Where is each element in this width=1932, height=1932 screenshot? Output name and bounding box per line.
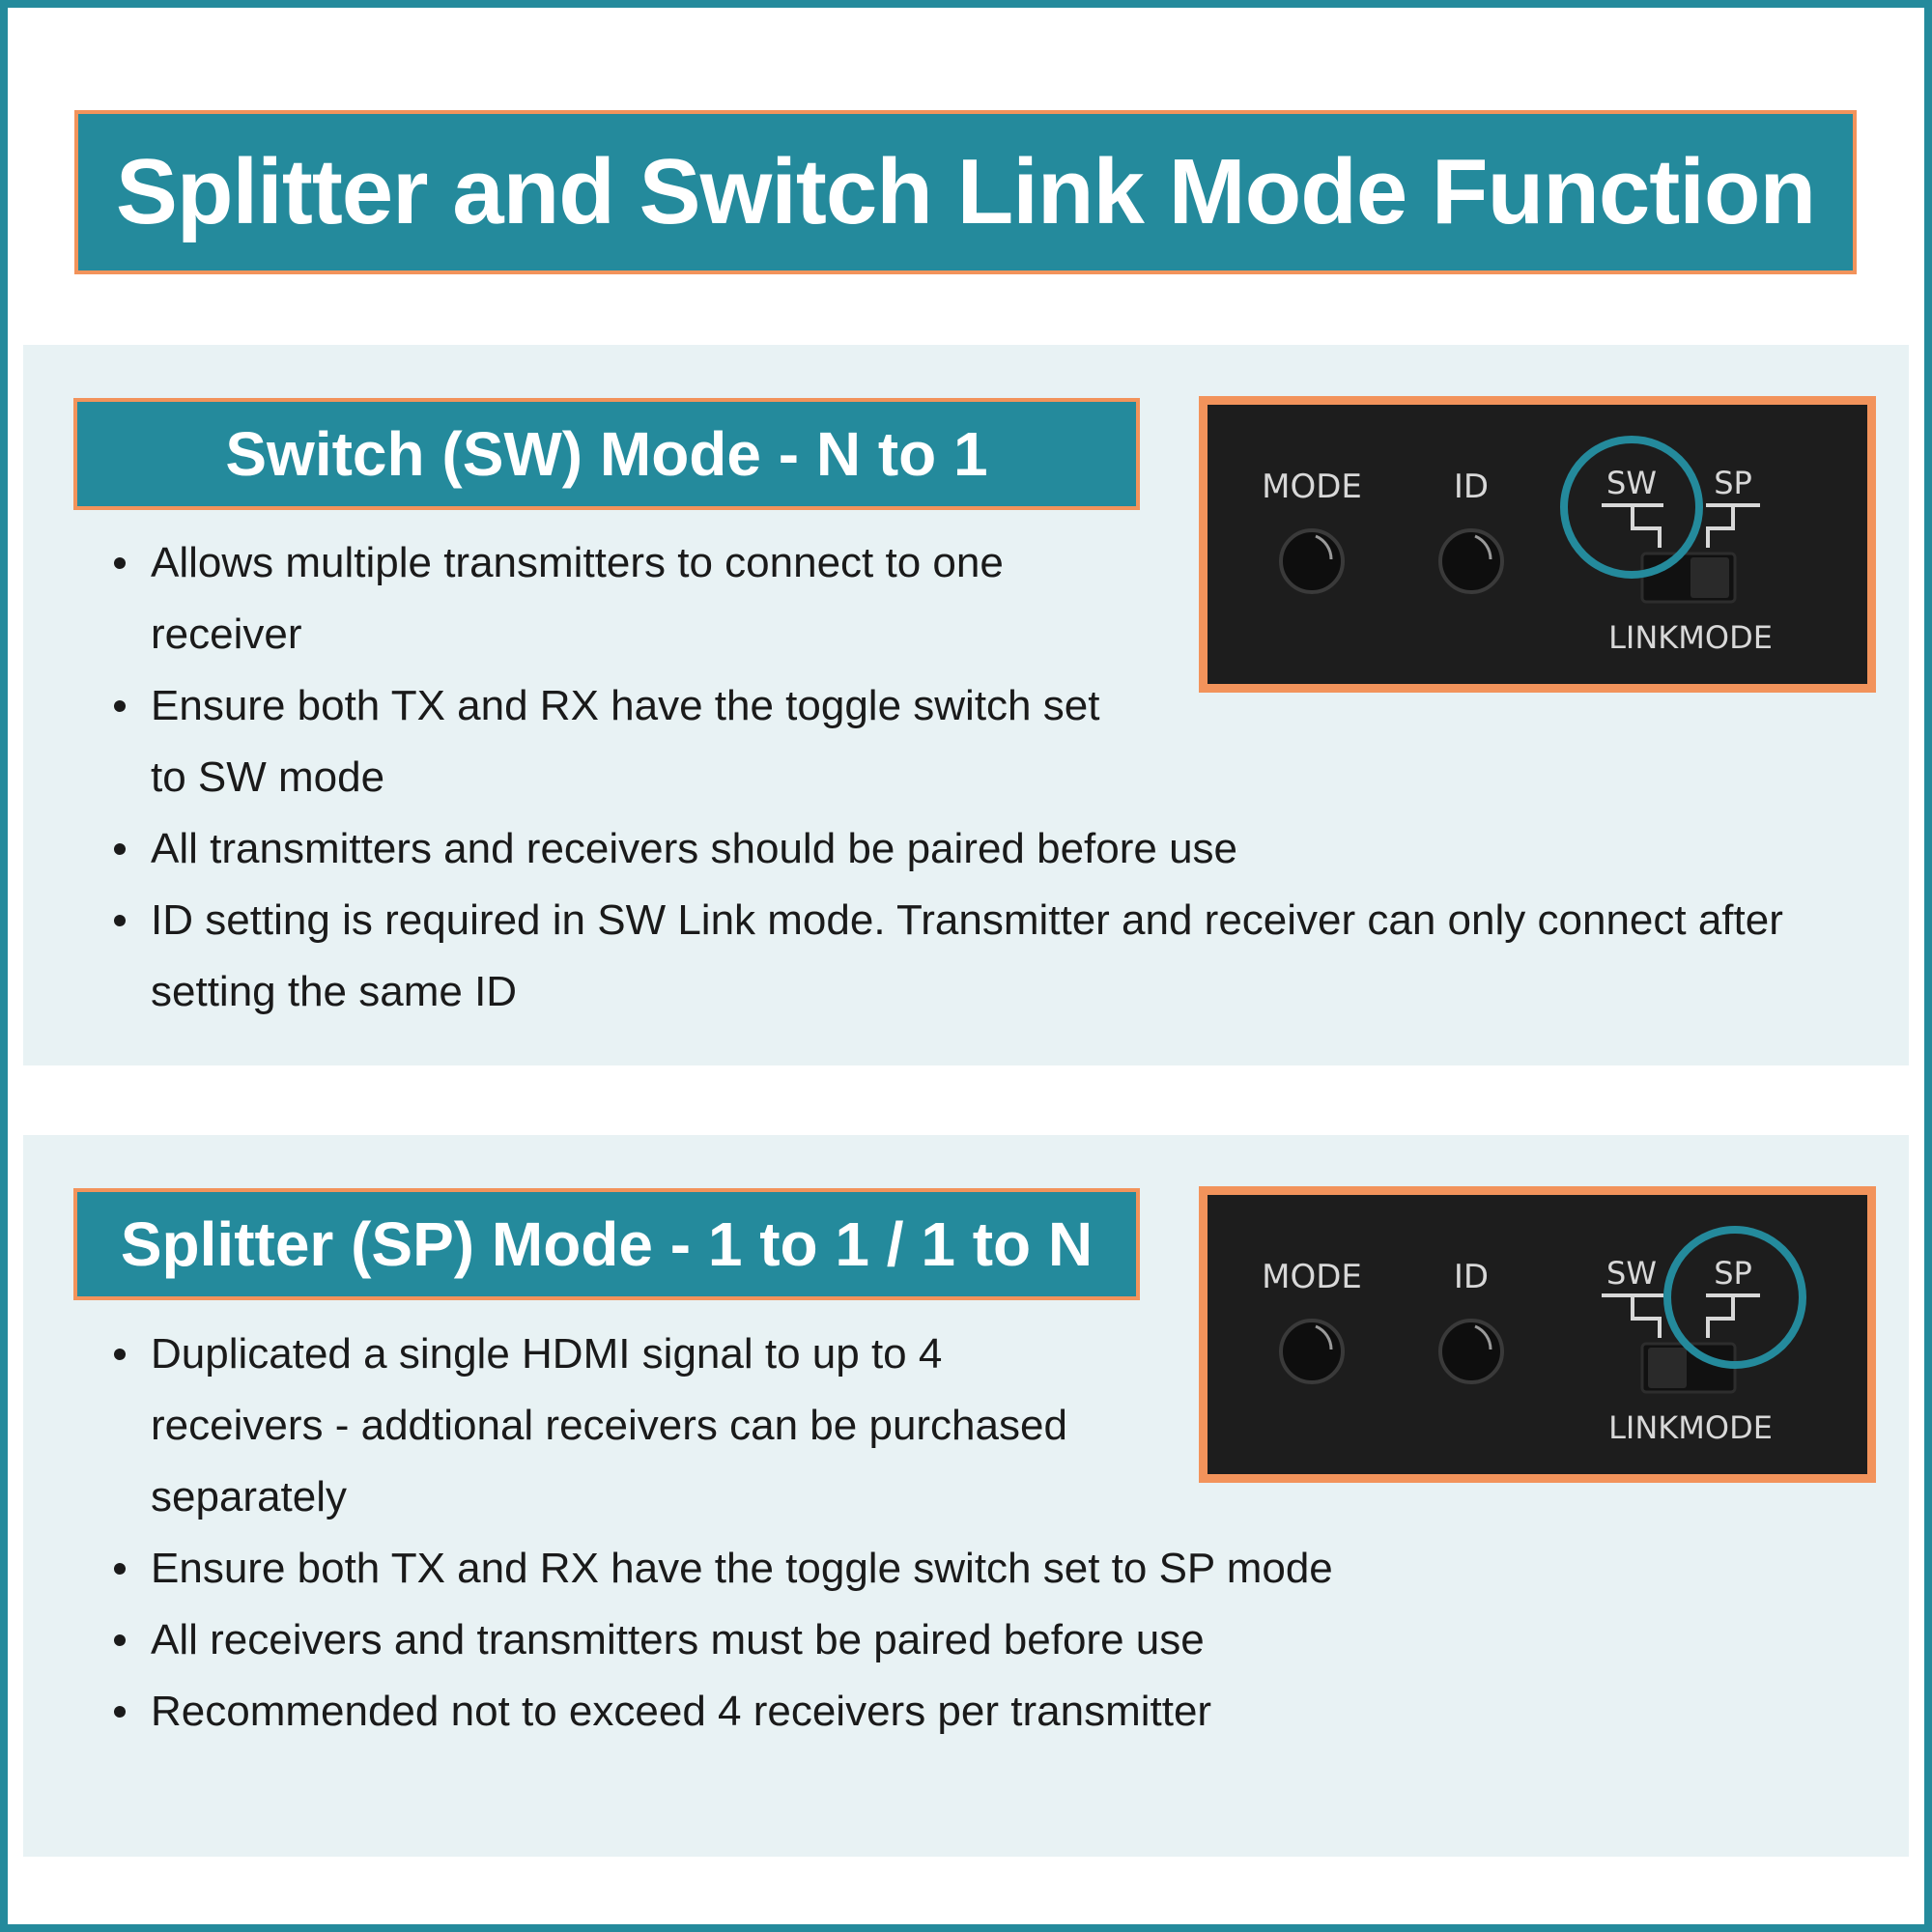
bullet-text: Duplicated a single HDMI signal to up to…	[151, 1330, 1067, 1520]
bullet-text: All receivers and transmitters must be p…	[151, 1616, 1205, 1663]
sw-highlight-circle	[1560, 436, 1703, 579]
sw-label: SW	[1606, 465, 1657, 501]
bullet-dot	[114, 557, 126, 569]
switch-mode-bullet-list: Allows multiple transmitters to connect …	[23, 527, 1851, 1028]
splitter-mode-bullet-list: Duplicated a single HDMI signal to up to…	[23, 1319, 1333, 1747]
mode-label: MODE	[1262, 468, 1362, 506]
sp-label: SP	[1714, 465, 1752, 501]
mode-label: MODE	[1262, 1258, 1362, 1296]
bullet-dot	[114, 1706, 126, 1718]
bullet-text: Allows multiple transmitters to connect …	[151, 539, 1004, 658]
sw-label: SW	[1606, 1255, 1657, 1292]
linkmode-label: LINKMODE	[1608, 1409, 1773, 1446]
linkmode-toggle-knob	[1648, 1348, 1687, 1388]
list-item: Duplicated a single HDMI signal to up to…	[23, 1319, 1126, 1533]
bullet-text: ID setting is required in SW Link mode. …	[151, 896, 1783, 1015]
bullet-dot	[114, 1634, 126, 1646]
sp-switch-diagram	[1706, 1293, 1760, 1338]
id-button-highlight	[1474, 1324, 1492, 1350]
mode-button	[1279, 528, 1345, 594]
id-button	[1438, 528, 1504, 594]
list-item: All transmitters and receivers should be…	[23, 813, 1851, 885]
mode-button	[1279, 1319, 1345, 1384]
sw-switch-diagram	[1602, 503, 1663, 548]
id-button-highlight	[1474, 534, 1492, 560]
bullet-text: All transmitters and receivers should be…	[151, 825, 1238, 872]
mode-button-highlight	[1315, 1324, 1333, 1350]
sw-switch-diagram	[1602, 1293, 1663, 1338]
list-item: Ensure both TX and RX have the toggle sw…	[23, 670, 1126, 813]
sp-switch-diagram	[1706, 503, 1760, 548]
list-item: Ensure both TX and RX have the toggle sw…	[23, 1533, 1333, 1605]
list-item: ID setting is required in SW Link mode. …	[23, 885, 1851, 1028]
linkmode-label: LINKMODE	[1608, 619, 1773, 656]
splitter-mode-panel: Splitter (SP) Mode - 1 to 1 / 1 to N Dup…	[23, 1135, 1909, 1857]
bullet-dot	[114, 1349, 126, 1360]
mode-button-highlight	[1315, 534, 1333, 560]
linkmode-toggle-knob	[1690, 557, 1729, 598]
switch-mode-panel: Switch (SW) Mode - N to 1 Allows multipl…	[23, 345, 1909, 1065]
sp-highlight-circle	[1663, 1226, 1806, 1369]
bullet-dot	[114, 1563, 126, 1575]
bullet-text: Ensure both TX and RX have the toggle sw…	[151, 1545, 1333, 1592]
list-item: Recommended not to exceed 4 receivers pe…	[23, 1676, 1333, 1747]
device-panel-graphic: MODE ID SW SP LINKMODE	[1208, 405, 1867, 684]
device-panel-graphic: MODE ID SW SP LINKMODE	[1208, 1195, 1867, 1474]
list-item: All receivers and transmitters must be p…	[23, 1605, 1333, 1676]
page-title: Splitter and Switch Link Mode Function	[74, 110, 1857, 274]
list-item: Allows multiple transmitters to connect …	[23, 527, 1126, 670]
id-button	[1438, 1319, 1504, 1384]
device-photo-sw: MODE ID SW SP LINKMODE	[1199, 396, 1876, 693]
sp-label: SP	[1714, 1255, 1752, 1292]
splitter-mode-heading: Splitter (SP) Mode - 1 to 1 / 1 to N	[73, 1188, 1140, 1300]
id-label: ID	[1454, 468, 1489, 506]
bullet-dot	[114, 700, 126, 712]
bullet-dot	[114, 915, 126, 926]
bullet-dot	[114, 843, 126, 855]
id-label: ID	[1454, 1258, 1489, 1296]
device-photo-sp: MODE ID SW SP LINKMODE	[1199, 1186, 1876, 1483]
switch-mode-heading: Switch (SW) Mode - N to 1	[73, 398, 1140, 510]
bullet-text: Recommended not to exceed 4 receivers pe…	[151, 1688, 1212, 1735]
bullet-text: Ensure both TX and RX have the toggle sw…	[151, 682, 1100, 801]
